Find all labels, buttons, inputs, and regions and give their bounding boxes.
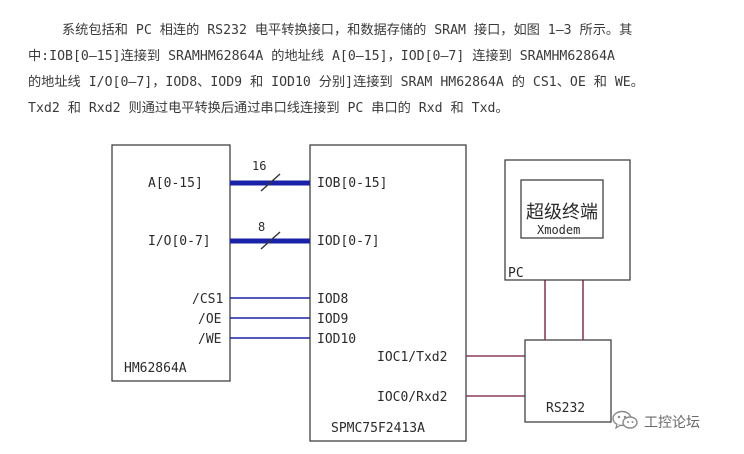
description-paragraph: 系统包括和 PC 相连的 RS232 电平转换接口，和数据存储的 SRAM 接口… (28, 18, 728, 122)
sram-chip-name: HM62864A (124, 361, 187, 376)
paragraph-line-3: 的地址线 I/O[0—7]，IOD8、IOD9 和 IOD10 分别]连接到 S… (28, 75, 644, 90)
pc-box (504, 159, 631, 281)
pc-label: PC (508, 266, 524, 281)
paragraph-line-2: 中:IOB[0—15]连接到 SRAMHM62864A 的地址线 A[0—15]… (28, 49, 615, 64)
mcu-pin-txd2: IOC1/Txd2 (377, 350, 447, 365)
sram-pin-we: /WE (198, 332, 221, 347)
mcu-pin-iod9: IOD9 (317, 312, 348, 327)
sram-pin-oe: /OE (198, 312, 221, 327)
paragraph-line-4: Txd2 和 Rxd2 则通过电平转换后通过串口线连接到 PC 串口的 Rxd … (28, 101, 509, 116)
address-bus-slash (260, 173, 281, 192)
mcu-pin-rxd2: IOC0/Rxd2 (377, 390, 447, 405)
pc-screen (520, 179, 604, 239)
sram-pin-cs: /CS1 (192, 292, 223, 307)
rs232-label: RS232 (546, 401, 585, 416)
rs232-box (524, 339, 612, 423)
sram-chip-box (111, 144, 231, 382)
watermark: 工控论坛 (612, 408, 700, 436)
pc-screen-title: 超级终端 (526, 202, 598, 223)
mcu-chip-name: SPMC75F2413A (331, 421, 425, 436)
sram-pin-address: A[0-15] (148, 176, 203, 191)
wechat-icon (612, 410, 638, 434)
pc-screen-sub: Xmodem (537, 223, 580, 237)
mcu-pin-iob: IOB[0-15] (317, 176, 387, 191)
mcu-pin-iod10: IOD10 (317, 332, 356, 347)
mcu-pin-iod: IOD[0-7] (317, 234, 380, 249)
data-bus-width: 8 (258, 220, 265, 234)
address-bus-width: 16 (252, 159, 266, 173)
paragraph-line-1: 系统包括和 PC 相连的 RS232 电平转换接口，和数据存储的 SRAM 接口… (62, 23, 633, 38)
watermark-text: 工控论坛 (644, 415, 700, 431)
sram-pin-data: I/O[0-7] (148, 234, 211, 249)
mcu-pin-iod8: IOD8 (317, 292, 348, 307)
mcu-chip-box (309, 144, 467, 442)
data-bus-slash (260, 231, 281, 250)
